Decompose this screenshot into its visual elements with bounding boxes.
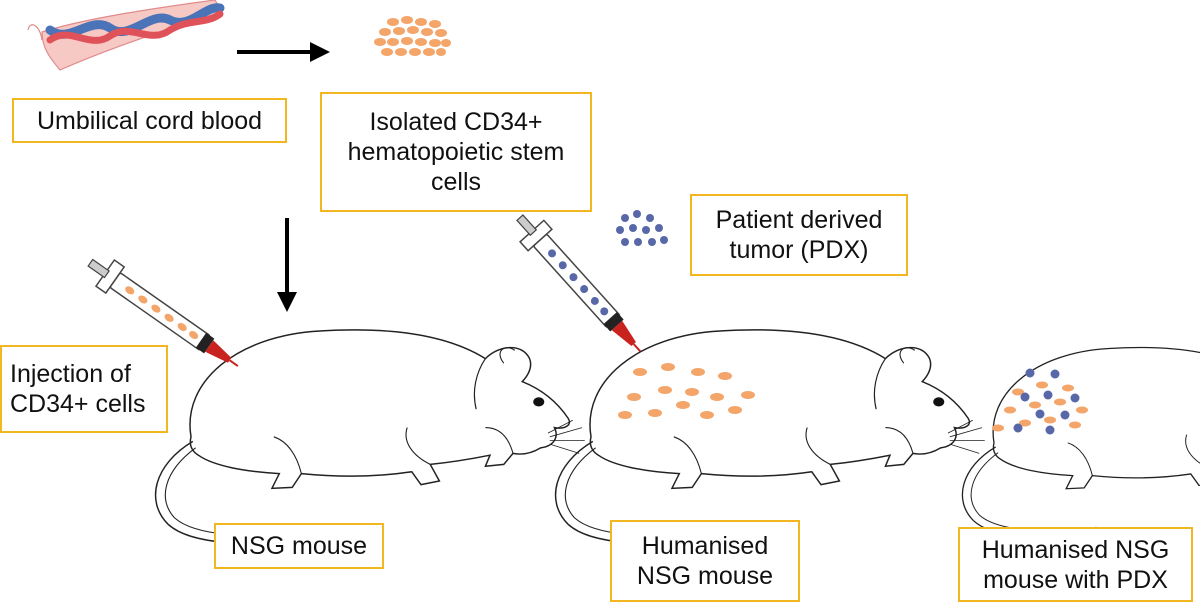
humanised-cells bbox=[618, 363, 755, 419]
syringe-stem-cells bbox=[80, 248, 249, 381]
label-patient-derived-tumor: Patient derived tumor (PDX) bbox=[690, 194, 908, 276]
humanised-pdx-cells bbox=[992, 368, 1088, 435]
label-umbilical-cord-blood: Umbilical cord blood bbox=[12, 98, 287, 143]
label-humanised-nsg-with-pdx: Humanised NSG mouse with PDX bbox=[958, 527, 1193, 602]
tumor-cells-cluster bbox=[616, 210, 668, 246]
label-injection-cd34: Injection of CD34+ cells bbox=[0, 345, 168, 433]
nsg-mouse-illustration bbox=[154, 329, 586, 544]
humanised-pdx-mouse-illustration bbox=[961, 346, 1200, 539]
label-isolated-cd34-cells: Isolated CD34+ hematopoietic stem cells bbox=[320, 92, 592, 212]
syringe-tumor-cells bbox=[507, 205, 654, 364]
stem-cells-cluster bbox=[374, 16, 451, 56]
umbilical-cord-illustration bbox=[27, 0, 225, 71]
label-nsg-mouse: NSG mouse bbox=[214, 523, 384, 569]
label-humanised-nsg-mouse: Humanised NSG mouse bbox=[610, 520, 800, 602]
humanised-mouse-illustration bbox=[554, 329, 986, 544]
